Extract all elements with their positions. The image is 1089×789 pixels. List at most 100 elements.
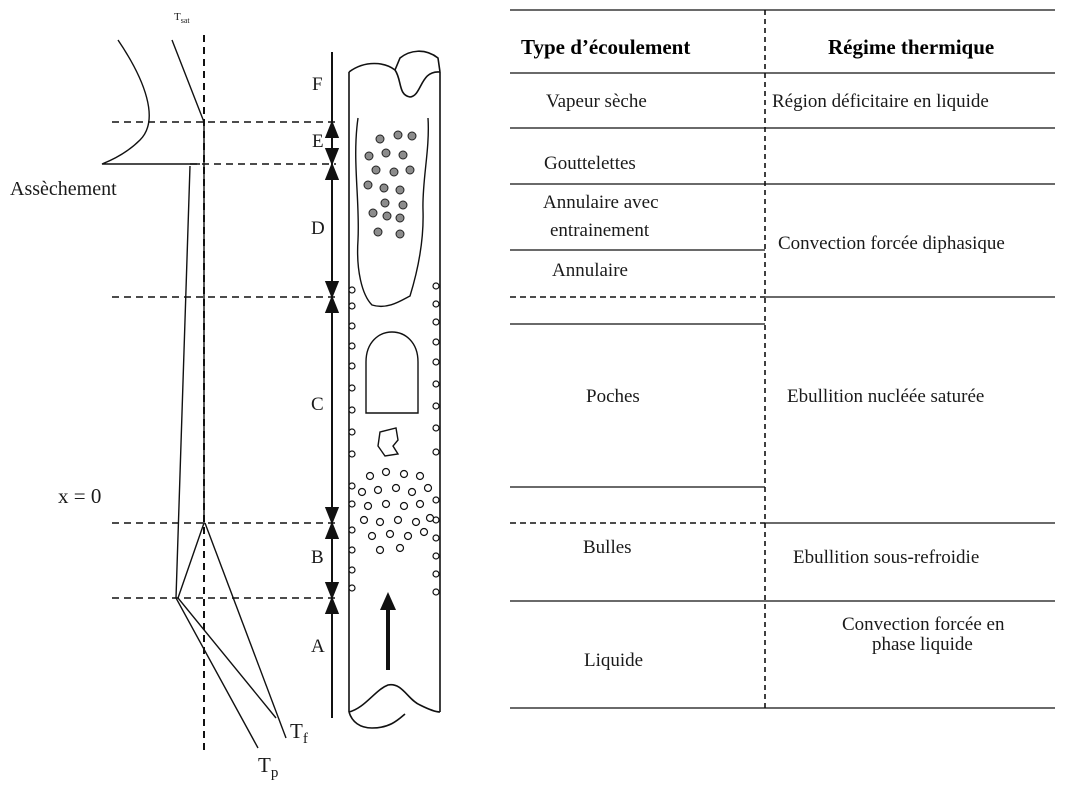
- wall-temperature-curve: [204, 522, 287, 739]
- bubble: [391, 483, 401, 493]
- droplet: [363, 180, 373, 190]
- bubble: [432, 318, 440, 326]
- regime-convection-liquide-1: Convection forcée en: [842, 614, 1005, 635]
- flow-arrow-head: [380, 592, 396, 610]
- tf-label: Tf: [290, 719, 308, 747]
- bubble: [373, 485, 383, 495]
- bubble: [367, 531, 377, 541]
- bubble: [432, 552, 440, 560]
- bubble: [348, 584, 356, 592]
- tube-bottom-edge: [348, 683, 441, 713]
- bubble: [348, 384, 356, 392]
- bubble: [385, 529, 395, 539]
- bubble: [375, 517, 385, 527]
- bubble: [415, 471, 425, 481]
- temperature-profile: Tsat Assèchement x = 0 Tf Tp: [10, 11, 336, 781]
- droplet: [405, 165, 415, 175]
- bubble: [432, 534, 440, 542]
- regime-convection-liquide-2: phase liquide: [872, 634, 973, 655]
- thermal-regime-header: Régime thermique: [828, 35, 994, 59]
- bubble: [432, 338, 440, 346]
- flow-type-bulles: Bulles: [583, 537, 632, 558]
- bubble: [381, 467, 391, 477]
- droplet: [395, 229, 405, 239]
- bubble: [393, 515, 403, 525]
- taylor-bubble: [365, 331, 419, 414]
- bubble: [348, 342, 356, 350]
- zone-letter-b: B: [311, 547, 324, 568]
- droplet: [380, 198, 390, 208]
- bubble: [365, 471, 375, 481]
- bubble: [425, 513, 435, 523]
- bubble: [348, 450, 356, 458]
- flow-type-vapeur-seche: Vapeur sèche: [546, 91, 647, 112]
- tsat-label: Tsat: [174, 11, 190, 25]
- table-dashed-rules: [510, 296, 765, 524]
- irregular-bubble: [377, 427, 400, 457]
- tube: [348, 50, 441, 729]
- bubble: [375, 545, 385, 555]
- tube-bottom-flap: [348, 711, 406, 729]
- bubble: [432, 570, 440, 578]
- bubble: [357, 487, 367, 497]
- regime-table: Type d’écoulement Régime thermique Vapeu…: [510, 9, 1055, 709]
- bubble: [348, 428, 356, 436]
- droplet: [368, 208, 378, 218]
- bubble: [395, 543, 405, 553]
- quality-zero-label: x = 0: [58, 484, 101, 508]
- bubble: [363, 501, 373, 511]
- bubble: [348, 566, 356, 574]
- bubble: [411, 517, 421, 527]
- droplet: [364, 151, 374, 161]
- zone-boundary-lines: [112, 121, 336, 599]
- bubble: [403, 531, 413, 541]
- bubble: [432, 448, 440, 456]
- flow-type-annulaire: Annulaire: [552, 260, 628, 281]
- bubble: [432, 300, 440, 308]
- bubble: [399, 469, 409, 479]
- droplet: [395, 185, 405, 195]
- bubble: [399, 501, 409, 511]
- bubble: [419, 527, 429, 537]
- zone-letter-a: A: [311, 636, 325, 657]
- bubble: [432, 380, 440, 388]
- droplet: [407, 131, 417, 141]
- bubble: [348, 302, 356, 310]
- bubble: [381, 499, 391, 509]
- tube-top-flap: [394, 50, 441, 73]
- bubble: [432, 496, 440, 504]
- bubble: [415, 499, 425, 509]
- droplet: [373, 227, 383, 237]
- flow-type-header: Type d’écoulement: [521, 35, 690, 59]
- bubble: [348, 526, 356, 534]
- droplet: [389, 167, 399, 177]
- bubble: [348, 322, 356, 330]
- bubble: [348, 482, 356, 490]
- flow-type-gouttelettes: Gouttelettes: [544, 153, 636, 174]
- bubble: [423, 483, 433, 493]
- droplet: [398, 150, 408, 160]
- dryout-label: Assèchement: [10, 178, 117, 200]
- droplet: [393, 130, 403, 140]
- regime-convection-diphasique: Convection forcée diphasique: [778, 233, 1005, 254]
- regime-ebullition-sous-refroidie: Ebullition sous-refroidie: [793, 547, 979, 568]
- droplet: [395, 213, 405, 223]
- zone-axis: F E D C B A: [311, 52, 340, 718]
- flow-type-poches: Poches: [586, 386, 640, 407]
- regime-ebullition-saturee: Ebullition nucléée saturée: [787, 386, 984, 407]
- regime-deficitaire: Région déficitaire en liquide: [772, 91, 989, 112]
- bubble: [432, 358, 440, 366]
- dryout-peak-curve: [101, 39, 200, 165]
- bubble: [348, 406, 356, 414]
- bulk-bubbles: [357, 467, 435, 555]
- droplet: [398, 200, 408, 210]
- bubble: [348, 546, 356, 554]
- bubble: [359, 515, 369, 525]
- droplet: [371, 165, 381, 175]
- flow-type-liquide: Liquide: [584, 650, 643, 671]
- bubble: [348, 286, 356, 294]
- bubble: [432, 402, 440, 410]
- bubble: [432, 424, 440, 432]
- zone-letter-c: C: [311, 394, 324, 415]
